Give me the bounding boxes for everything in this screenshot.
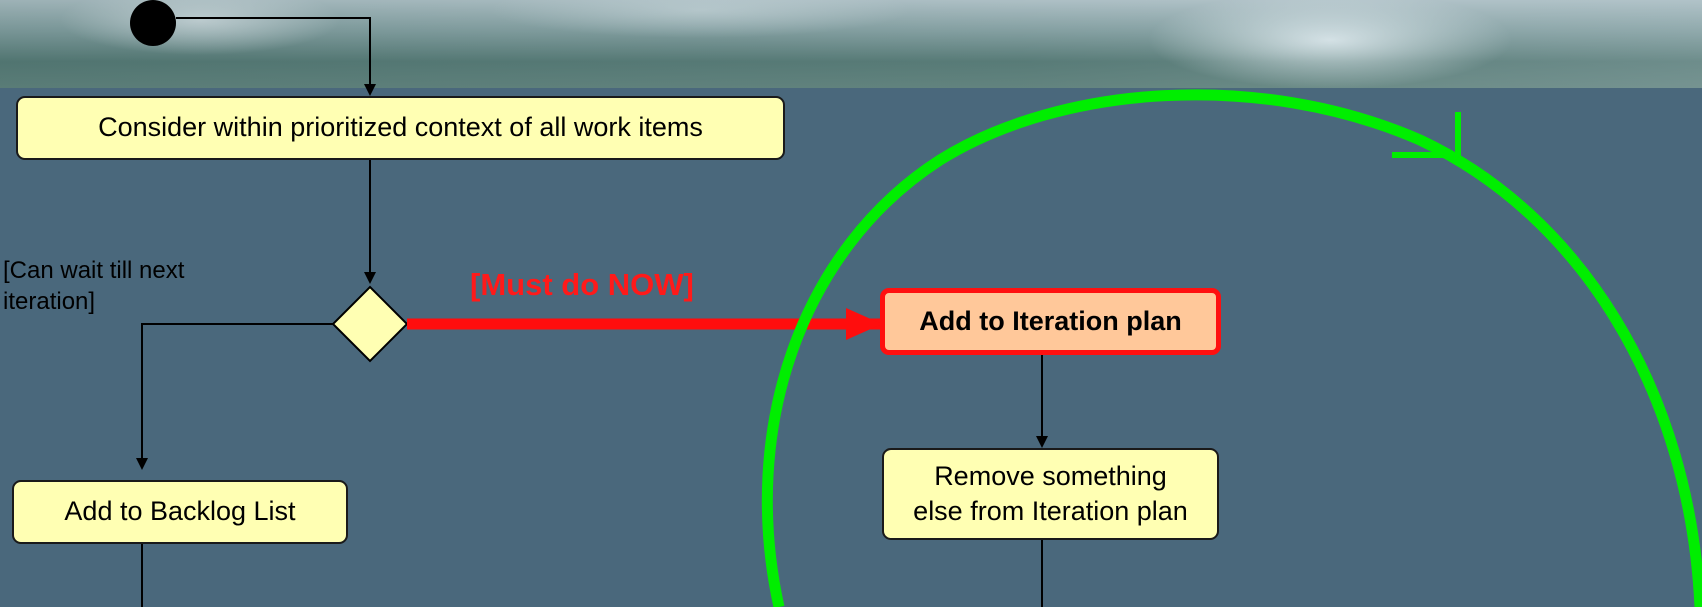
node-add-to-iteration-plan: Add to Iteration plan bbox=[880, 288, 1221, 355]
header-banner-overlay bbox=[0, 0, 1702, 88]
node-consider-label: Consider within prioritized context of a… bbox=[98, 112, 703, 143]
node-remove-something-line2: else from Iteration plan bbox=[913, 496, 1188, 526]
guard-can-wait-line2: iteration] bbox=[3, 288, 96, 316]
guard-can-wait-line1: [Can wait till next bbox=[3, 257, 185, 284]
guard-must-do-now-label: [Must do NOW] bbox=[470, 267, 694, 302]
node-consider: Consider within prioritized context of a… bbox=[16, 96, 785, 160]
iteration-loop-circle bbox=[761, 89, 1702, 607]
guard-must-do-now: [Must do NOW] bbox=[470, 265, 694, 305]
header-ocean-banner bbox=[0, 0, 1702, 88]
node-add-to-backlog: Add to Backlog List bbox=[12, 480, 348, 544]
edge-start-to-consider bbox=[176, 17, 376, 96]
iteration-loop-arrowhead bbox=[1392, 112, 1461, 158]
node-add-to-iteration-plan-label: Add to Iteration plan bbox=[919, 305, 1182, 336]
initial-node bbox=[130, 0, 176, 46]
node-remove-something: Remove something else from Iteration pla… bbox=[882, 448, 1219, 540]
edge-decision-to-backlog bbox=[136, 323, 333, 470]
decision-node bbox=[331, 285, 409, 363]
node-remove-something-line1: Remove something bbox=[934, 460, 1167, 491]
node-add-to-backlog-label: Add to Backlog List bbox=[64, 496, 296, 527]
guard-can-wait: [Can wait till next iteration] bbox=[3, 255, 303, 317]
